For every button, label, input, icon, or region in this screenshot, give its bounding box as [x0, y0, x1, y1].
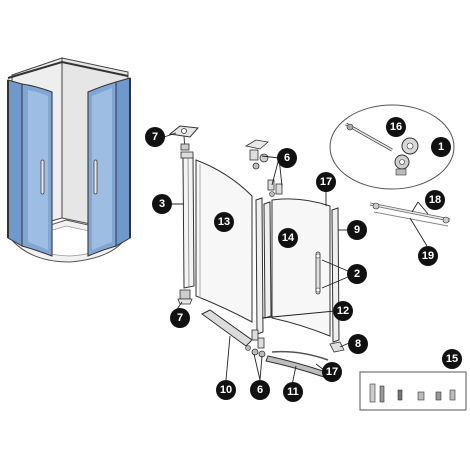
- part-badge-15: 15: [442, 349, 462, 369]
- detail-circle: [329, 104, 455, 190]
- door-profile-part: [255, 197, 272, 335]
- assembled-shower-illustration: [7, 57, 131, 263]
- part-badge-6-top: 6: [277, 148, 297, 168]
- magnetic-strip-part: [331, 207, 340, 343]
- part-badge-6-bottom: 6: [250, 380, 270, 400]
- wall-profile-part: [180, 151, 195, 289]
- part-badge-3: 3: [152, 194, 172, 214]
- part-badge-12: 12: [333, 301, 353, 321]
- part-badge-13: 13: [214, 212, 234, 232]
- bottom-bracket-part: [177, 289, 193, 305]
- part-badge-1: 1: [431, 137, 451, 157]
- fixed-glass-panel-part: [195, 159, 253, 323]
- part-badge-7-top: 7: [145, 127, 165, 147]
- sliding-door-glass-part: [271, 198, 331, 337]
- part-badge-17-top: 17: [316, 172, 336, 192]
- part-badge-8: 8: [348, 334, 368, 354]
- part-badge-14: 14: [278, 228, 298, 248]
- top-bracket-part: [168, 125, 200, 151]
- part-badge-18: 18: [425, 190, 445, 210]
- part-badge-7-bottom: 7: [170, 308, 190, 328]
- part-badge-10: 10: [216, 380, 236, 400]
- part-badge-9: 9: [347, 220, 367, 240]
- part-badge-16: 16: [386, 117, 406, 137]
- fixing-kit-part: [359, 371, 467, 411]
- bottom-seal-part: [201, 309, 253, 351]
- part-badge-11: 11: [283, 382, 303, 402]
- bottom-roller-assembly: [251, 329, 266, 358]
- part-badge-2: 2: [347, 264, 367, 284]
- part-badge-19: 19: [418, 246, 438, 266]
- top-roller-assembly: [244, 139, 283, 197]
- part-badge-17-bottom: 17: [322, 362, 342, 382]
- door-stopper-part: [329, 341, 345, 353]
- water-seal-part: [271, 350, 329, 361]
